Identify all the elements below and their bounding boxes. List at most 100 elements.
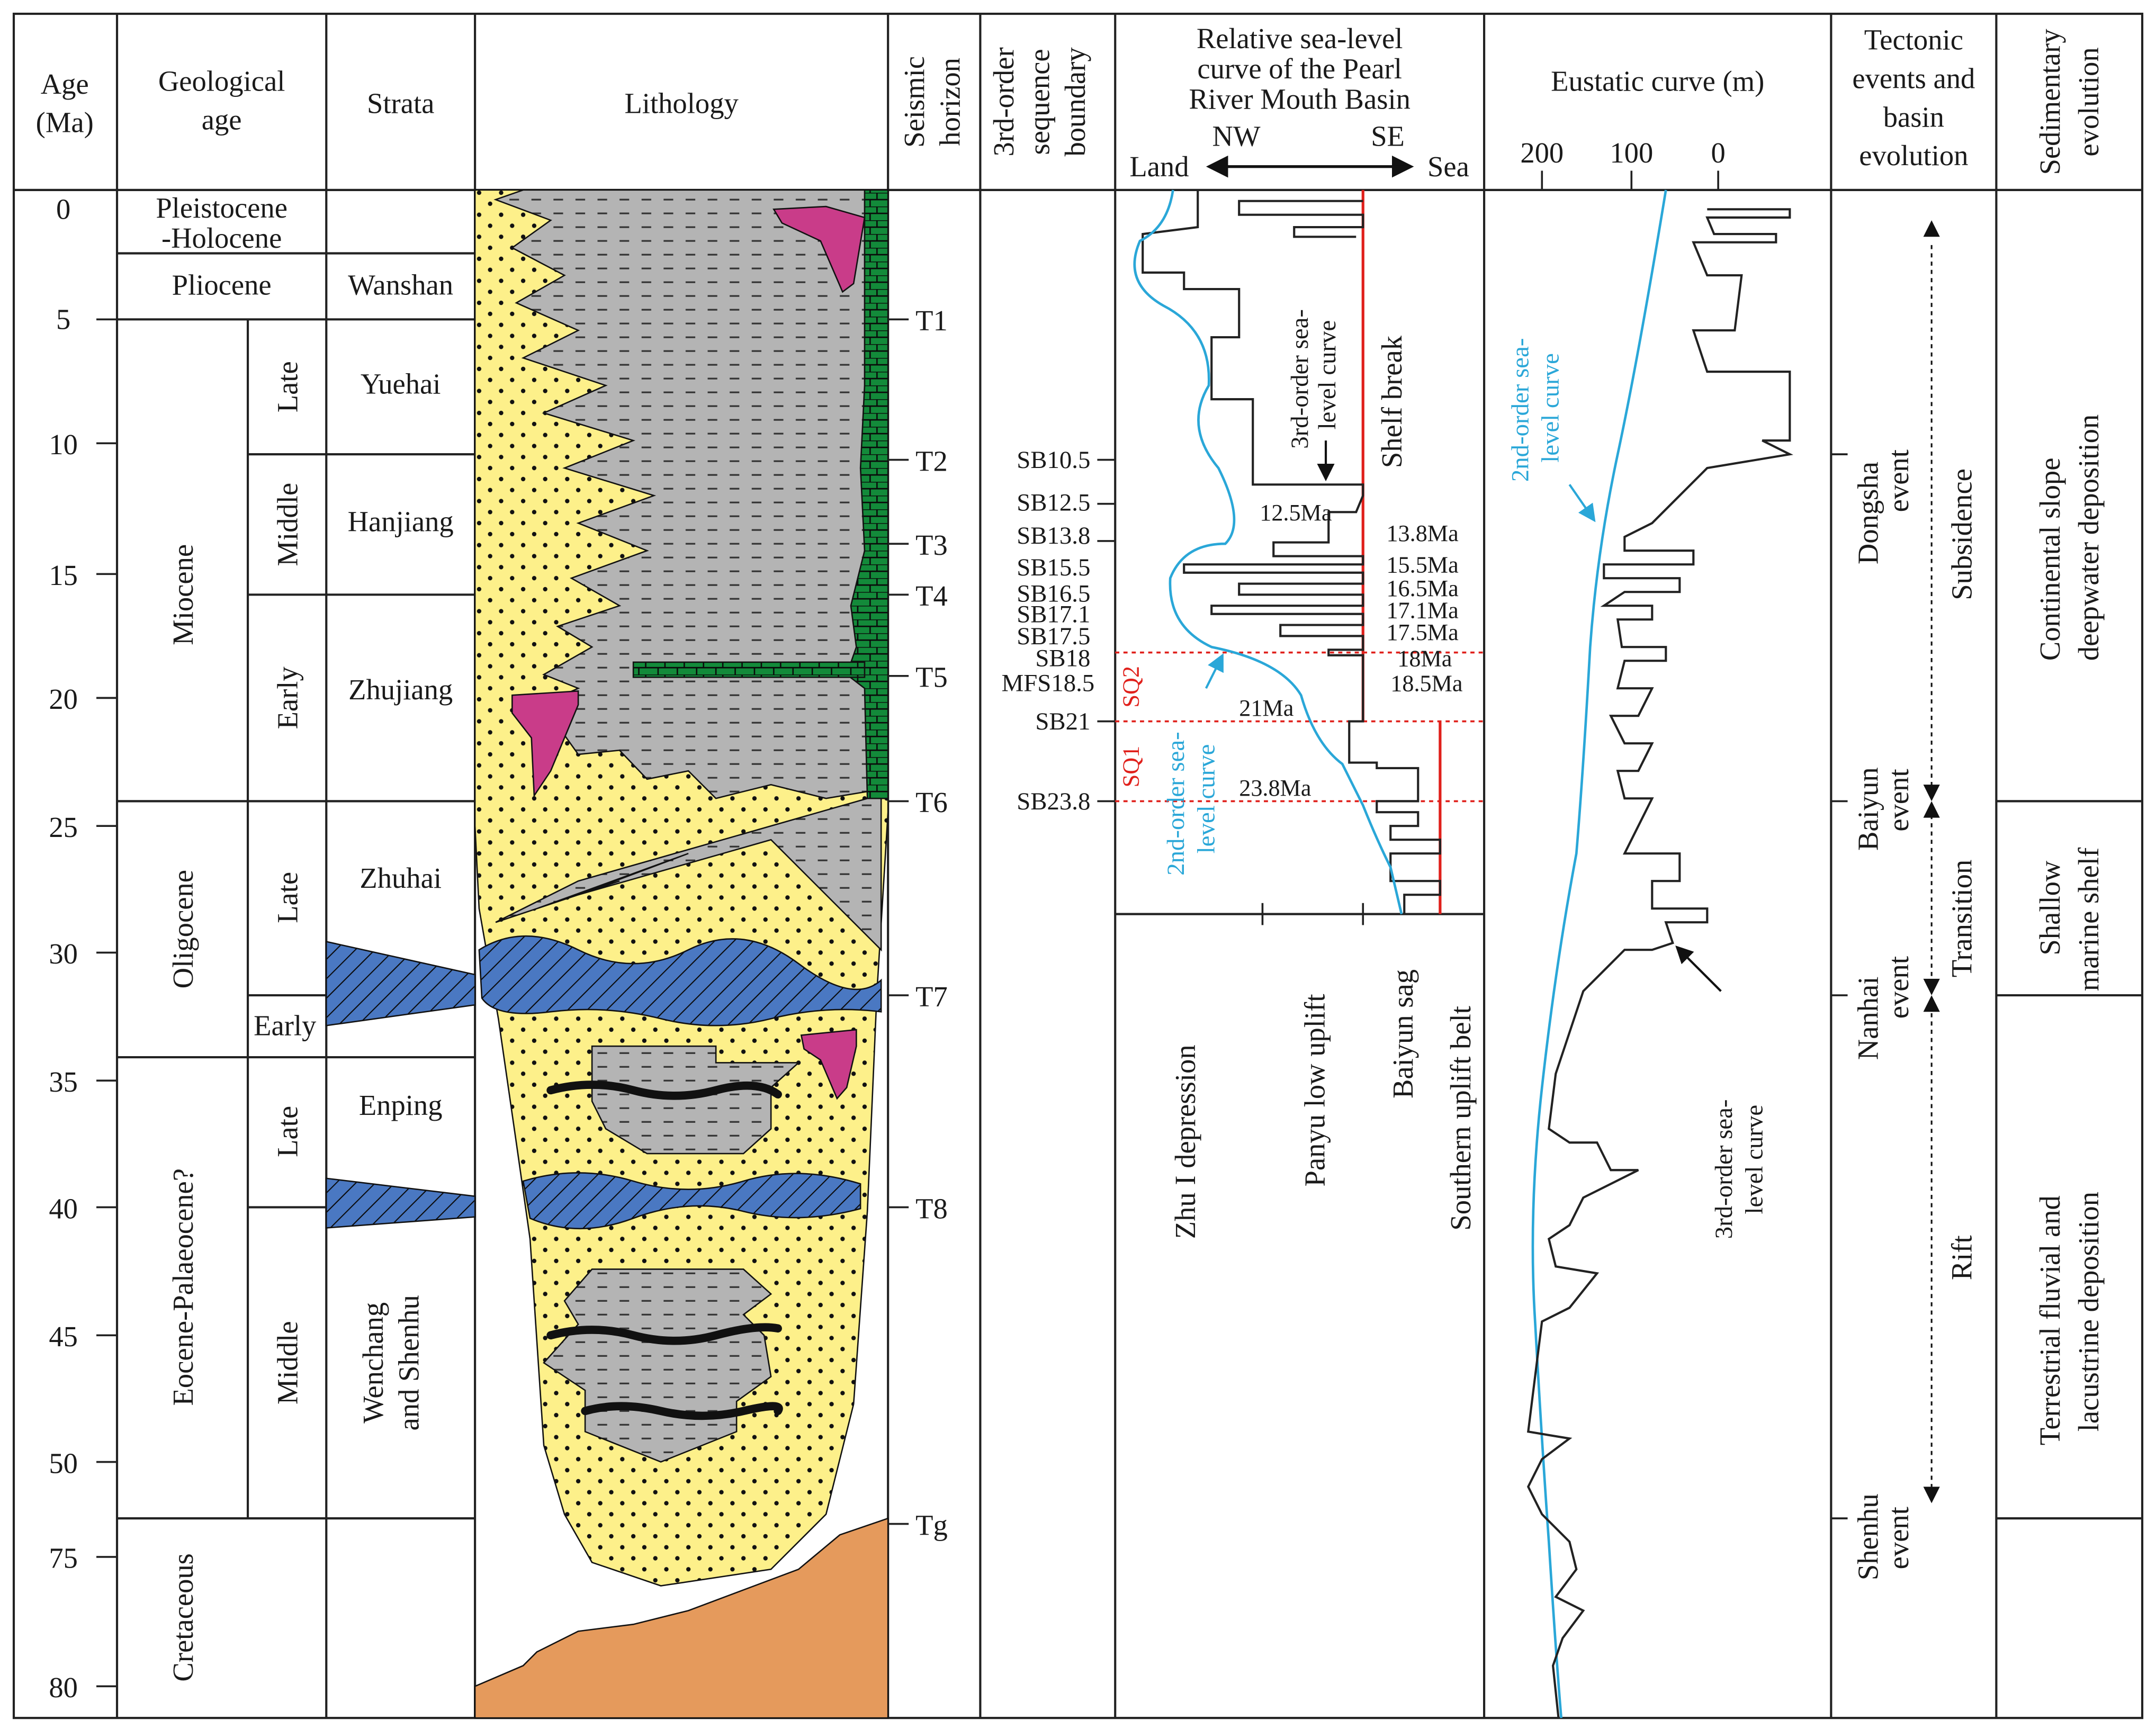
region-label: Zhu I depression <box>1169 1044 1201 1239</box>
eustatic-second-order-curve <box>1531 190 1667 1718</box>
seismic-horizon-label: T7 <box>915 980 948 1013</box>
ma-label: 16.5Ma <box>1386 575 1459 601</box>
volcanic-hatch-t7 <box>478 935 882 1026</box>
header-land: Land <box>1129 150 1189 183</box>
third-order-curve-label: 3rd-order sea- <box>1286 309 1314 449</box>
coal-seam-1 <box>546 1080 782 1100</box>
region-label: Panyu low uplift <box>1298 994 1331 1187</box>
sequence-boundary-label: SB16.5 <box>1017 580 1090 607</box>
age-tick-label: 30 <box>49 938 78 970</box>
formation-label: Enping <box>359 1089 443 1121</box>
tectonic-event-label: Shenhu <box>1852 1493 1884 1580</box>
seismic-horizon-label: T8 <box>915 1192 948 1224</box>
shale-body <box>493 189 868 799</box>
basement <box>474 1517 889 1719</box>
eustatic-ticks <box>1541 170 1719 190</box>
table-grid <box>12 12 2144 1719</box>
header-age-unit: (Ma) <box>36 106 94 139</box>
second-order-curve-label: 2nd-order sea- <box>1162 732 1190 876</box>
seismic-horizon-label: T2 <box>915 445 948 477</box>
relative-third-order-curve <box>1142 190 1441 914</box>
seismic-horizon-label: T6 <box>915 786 948 818</box>
header-strata: Strata <box>367 87 434 119</box>
sequence-boundary-label: SB12.5 <box>1017 489 1090 517</box>
age-tick-label: 25 <box>49 811 78 843</box>
second-order-arrow <box>1205 653 1224 689</box>
sequence-boundary-label: MFS18.5 <box>1002 669 1095 697</box>
relative-upper-curve <box>1238 200 1364 238</box>
tectonic-event-label: event <box>1882 956 1915 1019</box>
sedimentary-label: Terrestrial fluvial and <box>2034 1195 2066 1445</box>
second-order-curve-label: level curve <box>1192 744 1220 854</box>
header-nw: NW <box>1212 120 1261 152</box>
tectonic-event-label: event <box>1882 1507 1915 1569</box>
relative-second-order-curve <box>1133 190 1403 915</box>
epoch-label: Pliocene <box>172 268 272 301</box>
age-tick-label: 75 <box>49 1542 78 1574</box>
age-tick-label: 45 <box>49 1320 78 1353</box>
header-relative-3: River Mouth Basin <box>1189 83 1411 115</box>
formation-label: Zhuhai <box>360 862 442 894</box>
header-eustatic: Eustatic curve (m) <box>1551 65 1764 97</box>
epoch-label: Eocene-Palaeocene? <box>167 1168 199 1406</box>
sequence-boundary-label: SB15.5 <box>1017 554 1090 581</box>
sedimentary-label: lacustrine deposition <box>2072 1192 2105 1431</box>
age-tick-label: 50 <box>49 1447 78 1479</box>
header-se: SE <box>1371 120 1405 152</box>
tectonic-event-label: Baiyun <box>1852 767 1884 851</box>
header-tectonic: Tectonic <box>1864 24 1963 56</box>
epoch-label: -Holocene <box>161 222 282 254</box>
eustatic-second-order-label: level curve <box>1537 353 1564 463</box>
ma-label: 23.8Ma <box>1239 775 1311 801</box>
ma-label: 21Ma <box>1239 695 1293 721</box>
volcanic-symbol-2 <box>511 690 579 798</box>
third-order-curve-label: level curve <box>1314 320 1341 430</box>
epoch-label: Cretaceous <box>167 1553 199 1682</box>
seismic-horizon-label: T3 <box>915 529 948 561</box>
eustatic-third-order-label: level curve <box>1740 1105 1768 1214</box>
formation-label: and Shenhu <box>392 1295 425 1430</box>
eustatic-tick-100: 100 <box>1610 137 1653 169</box>
header-tectonic-4: evolution <box>1859 139 1968 172</box>
header-lithology: Lithology <box>624 87 739 119</box>
seismic-horizon-column: T1 T2 T3 T4 T5 T6 T7 T8 Tg <box>888 304 948 1541</box>
tectonic-event-label: event <box>1882 449 1915 512</box>
shelf-break-label: Shelf break <box>1376 335 1408 468</box>
strata-wedges <box>325 940 476 1229</box>
eustatic-second-order-arrow <box>1568 484 1596 523</box>
tectonic-event-label: event <box>1882 769 1915 831</box>
age-tick-label: 80 <box>49 1671 78 1704</box>
header-sequence-3: boundary <box>1059 47 1091 157</box>
header-relative: Relative sea-level <box>1197 22 1403 55</box>
sequence-boundary-label: SB21 <box>1035 708 1090 735</box>
subepoch-label: Late <box>272 1106 304 1157</box>
ma-label: 13.8Ma <box>1386 520 1459 546</box>
region-label: Baiyun sag <box>1387 969 1419 1098</box>
age-tick-label: 20 <box>49 683 78 715</box>
age-tick-label: 5 <box>56 303 70 336</box>
relative-sea-level-panel: 3rd-order sea- level curve Shelf break 1… <box>1115 190 1485 1239</box>
coal-seam-2 <box>546 1323 782 1345</box>
eustatic-third-order-curve <box>1526 208 1793 1718</box>
strata-column: Wanshan Yuehai Hanjiang Zhujiang Zhuhai … <box>348 268 454 1430</box>
basin-evolution-label: Rift <box>1946 1235 1978 1280</box>
header-sequence: 3rd-order <box>987 47 1020 156</box>
subepoch-label: Early <box>254 1009 317 1041</box>
lithology-column <box>474 189 889 1719</box>
carbonate-column <box>846 189 889 799</box>
shale-tongue <box>495 797 882 952</box>
ma-label: 18Ma <box>1397 646 1452 672</box>
coal-seam-3 <box>581 1402 783 1420</box>
age-tick-label: 40 <box>49 1192 78 1224</box>
header-geological-age: Geological <box>158 65 285 97</box>
eustatic-second-order-label: 2nd-order sea- <box>1506 338 1534 482</box>
seismic-horizon-label: Tg <box>915 1509 948 1541</box>
shale-lens-1 <box>591 1045 801 1155</box>
sequence-boundary-label: SB10.5 <box>1017 446 1090 474</box>
formation-label: Wenchang <box>357 1302 389 1424</box>
header-tectonic-2: events and <box>1852 62 1975 94</box>
geological-age-column: Pleistocene -Holocene Pliocene Miocene O… <box>156 192 317 1682</box>
header-tectonic-3: basin <box>1883 101 1944 133</box>
eustatic-third-order-arrow <box>1675 945 1722 992</box>
